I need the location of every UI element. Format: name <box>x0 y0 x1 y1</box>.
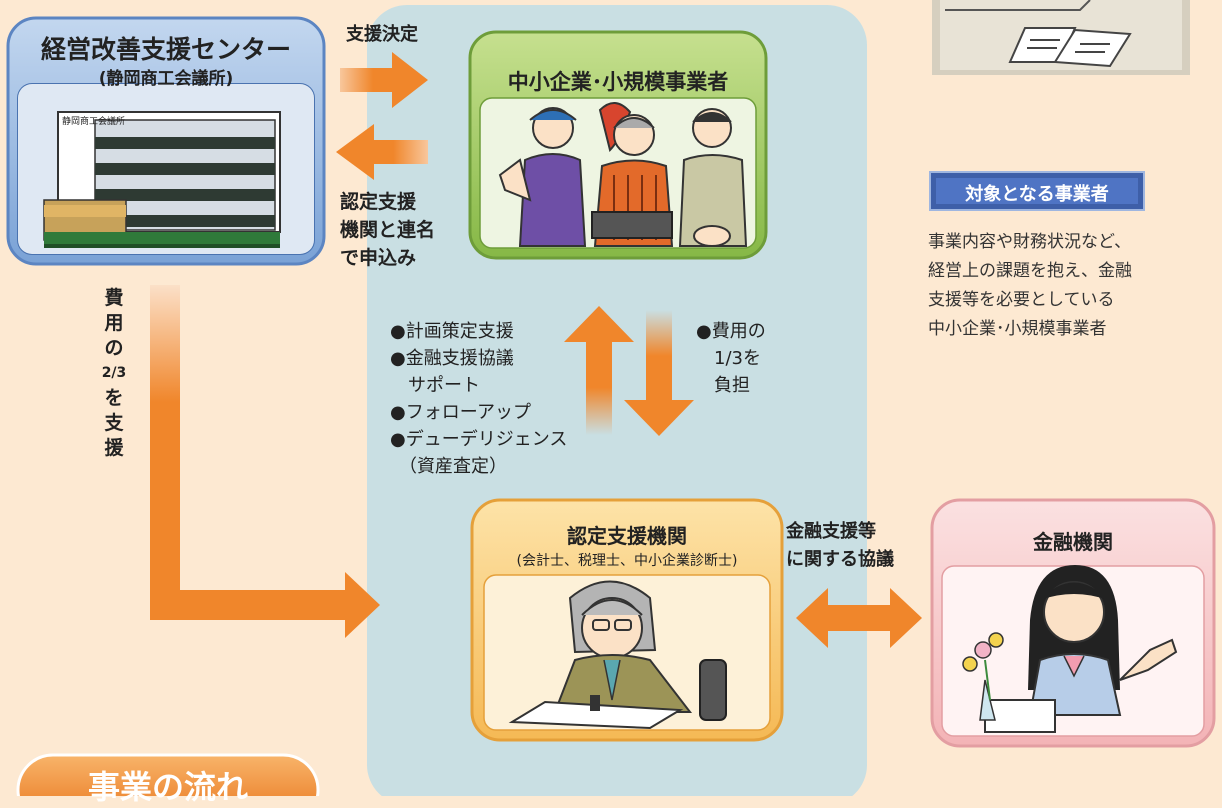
finance-line-1: 金融支援等 <box>786 521 876 542</box>
two-thirds-char: 費 <box>104 287 124 309</box>
support-up-arrow <box>564 306 634 435</box>
target-badge-label: 対象となる事業者 <box>965 184 1109 205</box>
two-thirds-fraction: 2/3 <box>101 365 127 381</box>
target-description-line: 経営上の課題を抱え、金融 <box>928 261 1132 281</box>
building-illustration <box>43 111 281 248</box>
one-third-line: 負担 <box>696 375 750 396</box>
apply-label: 認定支援 機関と連名 で申込み <box>340 188 435 272</box>
target-description: 事業内容や財務状況など、 経営上の課題を抱え、金融 支援等を必要としている 中小… <box>928 228 1132 344</box>
workers-illustration <box>498 102 748 247</box>
apply-arrow <box>336 124 428 180</box>
apply-line-1: 認定支援 <box>340 191 417 213</box>
building-sign: 静岡商工会議所 <box>62 117 126 127</box>
two-thirds-arrow <box>150 285 380 638</box>
two-thirds-label: 費 用 の 2/3 を 支 援 <box>100 286 128 461</box>
decision-label: 支援決定 <box>346 24 418 45</box>
support-item: ●金融支援協議 <box>390 348 514 369</box>
bank-title: 金融機関 <box>1033 530 1113 554</box>
support-item: （資産査定） <box>390 456 507 477</box>
support-item: サポート <box>390 375 480 396</box>
accountant-illustration <box>508 580 727 730</box>
two-thirds-char: 用 <box>104 312 124 334</box>
agency-subtitle: (会計士、税理士、中小企業診断士) <box>516 553 738 569</box>
apply-line-2: 機関と連名 <box>340 219 436 241</box>
two-thirds-char: を <box>104 387 124 409</box>
support-item: ●デューデリジェンス <box>390 429 568 450</box>
center-subtitle: (静岡商工会議所) <box>98 69 234 89</box>
center-title: 経営改善支援センター <box>40 35 291 64</box>
documents-illustration <box>932 0 1190 75</box>
finance-line-2: に関する協議 <box>786 549 894 570</box>
target-description-line: 事業内容や財務状況など、 <box>928 232 1132 252</box>
one-third-line: ●費用の <box>696 321 766 342</box>
two-thirds-char: の <box>104 337 124 359</box>
bank-clerk-illustration <box>962 565 1178 733</box>
decision-arrow <box>340 52 428 108</box>
support-item: ●フォローアップ <box>390 402 531 423</box>
footer-pill <box>16 753 320 796</box>
footer-label: 事業の流れ <box>87 768 248 806</box>
cost-down-arrow <box>624 310 694 436</box>
target-description-line: 支援等を必要としている <box>928 290 1115 310</box>
agency-title: 認定支援機関 <box>567 524 687 548</box>
two-thirds-char: 援 <box>104 437 124 459</box>
support-item: ●計画策定支援 <box>390 321 514 342</box>
sme-title: 中小企業･小規模事業者 <box>507 70 729 94</box>
one-third-line: 1/3を <box>696 348 761 369</box>
two-thirds-char: 支 <box>104 412 124 434</box>
target-description-line: 中小企業･小規模事業者 <box>928 319 1107 339</box>
apply-line-3: で申込み <box>340 247 417 269</box>
finance-label: 金融支援等 に関する協議 <box>786 518 894 574</box>
target-badge <box>929 171 1145 211</box>
finance-double-arrow <box>796 588 922 648</box>
one-third-label: ●費用の 1/3を 負担 <box>696 318 766 399</box>
support-items: ●計画策定支援 ●金融支援協議 サポート ●フォローアップ ●デューデリジェンス… <box>390 318 567 480</box>
